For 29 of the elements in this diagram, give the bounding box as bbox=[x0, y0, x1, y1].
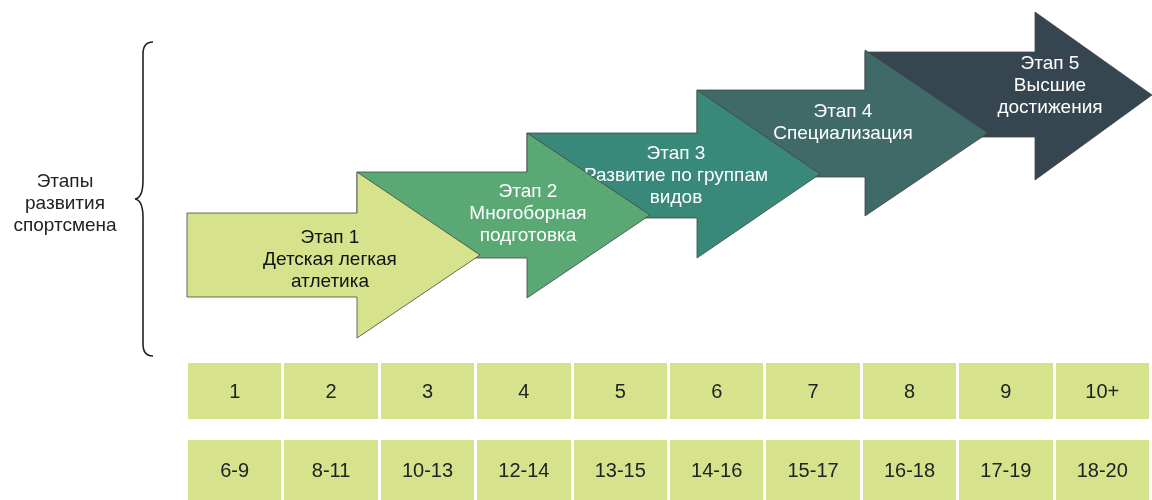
age-range: 18-20 bbox=[1055, 440, 1149, 500]
age-range: 12-14 bbox=[477, 440, 571, 500]
stage-description: Детская легкая атлетика bbox=[262, 248, 398, 292]
stage-title: Этап 1 bbox=[300, 226, 360, 248]
stage-number: 9 bbox=[959, 363, 1053, 419]
stage-number: 2 bbox=[284, 363, 378, 419]
age-range: 15-17 bbox=[766, 440, 860, 500]
stage-number: 4 bbox=[477, 363, 571, 419]
age-range: 6-9 bbox=[188, 440, 282, 500]
stage-number: 6 bbox=[670, 363, 764, 419]
age-range: 13-15 bbox=[573, 440, 667, 500]
age-range: 8-11 bbox=[284, 440, 378, 500]
stage-description: Специализация bbox=[772, 122, 914, 144]
stage-title: Этап 3 bbox=[646, 142, 706, 164]
age-range: 17-19 bbox=[959, 440, 1053, 500]
age-range: 16-18 bbox=[862, 440, 957, 500]
age-range: 14-16 bbox=[670, 440, 764, 500]
stage-description: Высшие достижения bbox=[996, 74, 1104, 118]
stage-number: 8 bbox=[862, 363, 957, 419]
stage-number: 5 bbox=[573, 363, 667, 419]
stage-number: 7 bbox=[766, 363, 860, 419]
stage-title: Этап 4 bbox=[813, 100, 873, 122]
stage-number: 10+ bbox=[1055, 363, 1149, 419]
side-label: Этапы развития спортсмена bbox=[12, 170, 118, 236]
stage-number: 3 bbox=[380, 363, 475, 419]
age-range: 10-13 bbox=[380, 440, 475, 500]
stage-title: Этап 2 bbox=[498, 180, 558, 202]
stage-number: 1 bbox=[188, 363, 282, 419]
stage-title: Этап 5 bbox=[1020, 52, 1080, 74]
